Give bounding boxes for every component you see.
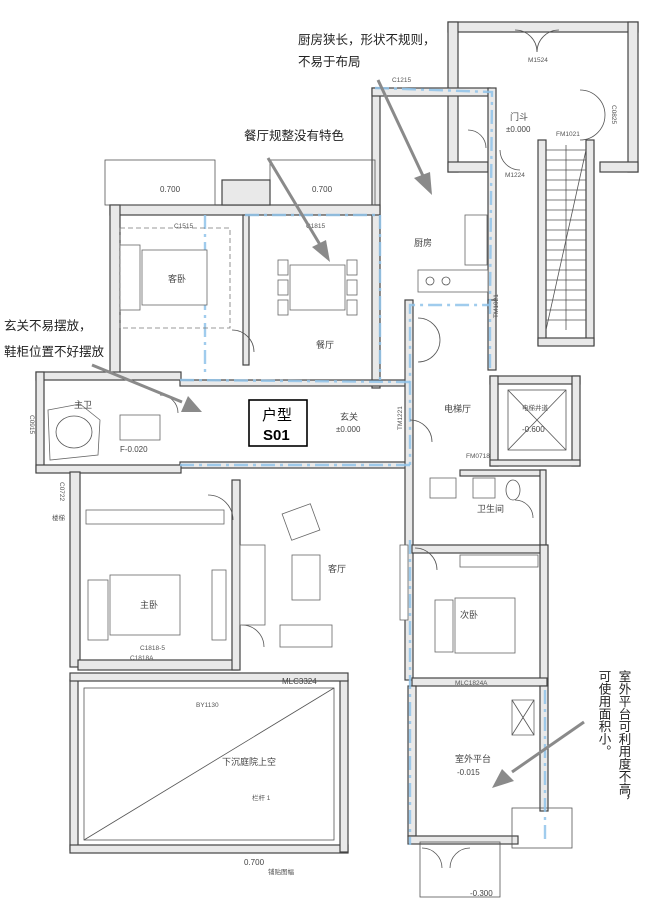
- annotation-arrows: [91, 79, 585, 788]
- guest-bedroom-label: 客卧: [168, 273, 186, 285]
- master-bedroom-label: 主卧: [140, 599, 158, 611]
- courtyard-outline: [83, 687, 335, 841]
- entry-note-line2: 鞋柜位置不好摆放: [4, 344, 105, 359]
- vestibule-label: 门斗: [510, 111, 528, 123]
- code-fm0718: FM0718: [466, 453, 490, 460]
- code-tm1221: TM1221: [397, 406, 404, 430]
- code-mlc3324: MLC3324: [282, 677, 317, 686]
- code-c1215: C1215: [392, 77, 412, 84]
- elevator-level: -0.600: [522, 425, 545, 434]
- bottom-label: 铺贴图幅: [268, 867, 295, 876]
- second-bedroom-label: 次卧: [460, 609, 478, 621]
- courtyard-diagonal: [83, 687, 335, 841]
- stair-label: 楼梯: [52, 513, 66, 522]
- kitchen-note-line1: 厨房狭长，形状不规则，: [298, 32, 436, 47]
- code-c1815: C1815: [306, 223, 326, 230]
- blue-trace: [179, 86, 547, 845]
- unit-title-box: 户型 S01: [248, 399, 308, 447]
- kitchen-note-line2: 不易于布局: [298, 54, 361, 69]
- guest-bath-label: 卫生间: [477, 503, 504, 515]
- unit-code: S01: [263, 427, 290, 444]
- code-c0722: C0722: [58, 482, 65, 502]
- bottom-level: 0.700: [244, 858, 265, 867]
- terrace-note-col2: 可使用面积小。: [597, 670, 612, 758]
- furniture: [47, 214, 539, 736]
- code-c1818-5: C1818-5: [140, 645, 165, 652]
- terrace-level: -0.015: [457, 768, 480, 777]
- code-c1515: C1515: [174, 223, 194, 230]
- unit-title: 户型: [262, 406, 292, 424]
- staircase: [545, 145, 587, 331]
- terrace-label: 室外平台: [455, 753, 491, 765]
- courtyard-mark: 栏杆 1: [252, 793, 271, 802]
- code-by1130: BY1130: [196, 702, 219, 709]
- code-m1224: M1224: [505, 172, 525, 179]
- entry-note-line1: 玄关不易摆放，: [4, 318, 92, 333]
- top-level-left: 0.700: [160, 185, 181, 194]
- terrace-note-col1: 室外平台可利用度不高，: [617, 669, 632, 808]
- entrance-level: ±0.000: [336, 425, 361, 434]
- code-c1818a: C1818A: [130, 655, 154, 662]
- elevator-hall-label: 电梯厅: [444, 403, 471, 415]
- living-label: 客厅: [328, 563, 346, 575]
- code-fm1021: FM1021: [556, 131, 580, 138]
- code-c0825: C0825: [610, 105, 617, 125]
- code-tm1021: TM1021: [493, 294, 500, 318]
- walls: [35, 21, 639, 898]
- elevator-shaft-label: 电梯井道: [522, 403, 549, 412]
- courtyard-label: 下沉庭院上空: [222, 756, 276, 768]
- code-mlc1824a: MLC1824A: [455, 680, 488, 687]
- kitchen-label: 厨房: [414, 237, 432, 249]
- entrance-label: 玄关: [340, 411, 358, 423]
- vestibule-level: ±0.000: [506, 125, 531, 134]
- codes: C1215 M1524 C0825 FM1021 M1224 C1515 C18…: [28, 57, 617, 709]
- master-bath-level: F-0.020: [120, 445, 148, 454]
- room-labels: 客卧 餐厅 厨房 玄关 ±0.000 电梯厅 客厅 主卧 主卫 F-0.020 …: [52, 111, 549, 898]
- top-level-right: 0.700: [312, 185, 333, 194]
- annotations: 厨房狭长，形状不规则， 不易于布局 餐厅规整没有特色 玄关不易摆放， 鞋柜位置不…: [4, 32, 632, 808]
- code-c0915: C0915: [28, 415, 35, 435]
- bottom-right-level: -0.300: [470, 889, 493, 898]
- elevator-shaft: [507, 389, 567, 451]
- master-bath-label: 主卫: [74, 399, 92, 411]
- code-m1524: M1524: [528, 57, 548, 64]
- dining-note: 餐厅规整没有特色: [244, 128, 345, 143]
- dining-label: 餐厅: [316, 339, 334, 351]
